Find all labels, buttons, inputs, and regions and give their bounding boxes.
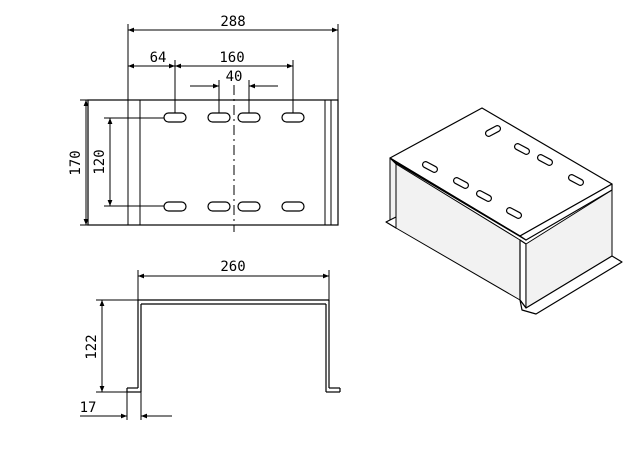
iso-slot (536, 154, 554, 166)
iso-slot (421, 161, 439, 173)
iso-right-flange (519, 255, 623, 315)
iso-top-plate-edge-right (519, 183, 613, 241)
slot (163, 112, 187, 123)
dimension-label-40: 40 (226, 69, 243, 85)
dimension-label-170: 170 (68, 150, 84, 175)
iso-slot (475, 190, 493, 202)
iso-slot (484, 125, 502, 137)
dimension-label-122: 122 (84, 334, 100, 359)
iso-slot-shape (452, 177, 470, 189)
slot (207, 112, 231, 123)
iso-slot-shape (505, 207, 523, 219)
dimension-label-17: 17 (80, 400, 97, 416)
iso-slot (452, 177, 470, 189)
slot (237, 112, 261, 123)
slot (207, 201, 231, 212)
iso-slot-shape (484, 125, 502, 137)
dimension-label-120: 120 (92, 149, 108, 174)
dimension-label-288: 288 (220, 14, 245, 30)
iso-slot-shape (567, 174, 585, 186)
iso-front-wall (519, 239, 527, 309)
slot (281, 201, 305, 212)
iso-slot (505, 207, 523, 219)
slot (281, 112, 305, 123)
iso-slot-shape (513, 143, 531, 155)
iso-slot-shape (475, 190, 493, 202)
dimension-label-260: 260 (220, 259, 245, 275)
dimension-label-64: 64 (150, 50, 167, 66)
dimension-label-160: 160 (219, 50, 244, 66)
iso-slot-shape (536, 154, 554, 166)
slot (163, 201, 187, 212)
front-view: 260 122 17 (80, 259, 341, 420)
slot (237, 201, 261, 212)
iso-slot (513, 143, 531, 155)
iso-slot (567, 174, 585, 186)
iso-slot-shape (421, 161, 439, 173)
isometric-view (385, 107, 623, 315)
top-view: 288 64 160 40 170 120 (68, 14, 339, 232)
